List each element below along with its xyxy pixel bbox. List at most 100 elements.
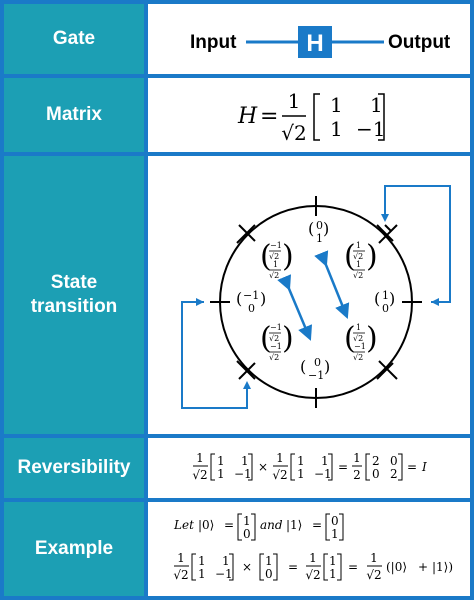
rev-r-rb bbox=[398, 453, 403, 481]
outer-arrow-right-loop bbox=[384, 185, 451, 303]
rev-half-den: 2 bbox=[353, 468, 361, 482]
arrowhead-right bbox=[431, 298, 439, 306]
ur-num1: 1 bbox=[356, 241, 361, 250]
ul-num2: 1 bbox=[273, 260, 278, 269]
rev-m1-lb bbox=[210, 453, 215, 481]
ex-res-a: 1 bbox=[329, 554, 337, 568]
ex-f2-num: 1 bbox=[309, 551, 317, 565]
ex-v1-b: 1 bbox=[331, 527, 339, 541]
matrix-cell: H = 1 √2 1 1 1 −1 bbox=[148, 78, 470, 152]
lr-den2: √2 bbox=[353, 353, 363, 362]
ex-v0-b: 0 bbox=[243, 527, 251, 541]
rev-m2-a: 1 bbox=[297, 454, 305, 468]
ll-num2: −1 bbox=[270, 342, 282, 351]
state-top: ( 0 1 ) bbox=[308, 219, 329, 245]
state-lower-left: ( −1 √2 −1 √2 ) bbox=[260, 321, 294, 362]
lr-den1: √2 bbox=[353, 334, 363, 343]
lr-num1: 1 bbox=[356, 323, 361, 332]
ul-num1: −1 bbox=[270, 241, 282, 250]
paren-bot-l: ( bbox=[300, 357, 306, 376]
paren-right-r: ) bbox=[389, 289, 395, 308]
rev-m2-rb bbox=[328, 453, 333, 481]
rev-r-b: 0 bbox=[390, 454, 398, 468]
ex-times: × bbox=[242, 560, 252, 574]
ex-eq4: = bbox=[348, 560, 358, 574]
paren-top-l: ( bbox=[308, 219, 314, 238]
paren-top-r: ) bbox=[323, 219, 329, 238]
rev-m1-rb bbox=[248, 453, 253, 481]
hadamard-box bbox=[298, 26, 332, 58]
example-formula: Let |0⟩ = 1 0 and |1⟩ = 0 1 1 √2 1 bbox=[173, 513, 453, 582]
state-bottom-v0: 0 bbox=[314, 356, 321, 369]
cross-spacer bbox=[235, 225, 253, 243]
state-left-v1: 0 bbox=[248, 302, 255, 315]
paren-ur-r: ) bbox=[366, 239, 378, 274]
arrow-right-diagonal bbox=[314, 250, 350, 319]
ex-res-rb bbox=[337, 553, 342, 581]
paren-ur-l: ( bbox=[344, 239, 356, 274]
state-bottom-v1: −1 bbox=[308, 369, 324, 382]
rev-f1-num: 1 bbox=[196, 451, 204, 465]
ex-v-lb bbox=[259, 553, 264, 581]
rev-f1-den: √2 bbox=[192, 468, 207, 482]
matrix-lhs: H bbox=[237, 104, 258, 129]
reversibility-cell: 1 √2 1 1 1 −1 × 1 √2 1 1 1 −1 = 1 bbox=[148, 438, 470, 498]
rev-times: × bbox=[258, 460, 268, 474]
rev-m1-d: −1 bbox=[234, 467, 252, 481]
state-right: ( 1 0 ) bbox=[374, 289, 395, 315]
matrix-equals: = bbox=[260, 104, 278, 129]
rev-m1-a: 1 bbox=[217, 454, 225, 468]
ll-den1: √2 bbox=[269, 334, 279, 343]
state-top-v1: 1 bbox=[316, 232, 323, 245]
rev-m2-d: −1 bbox=[314, 467, 332, 481]
matrix-m22: −1 bbox=[356, 117, 385, 141]
rev-r-lb bbox=[365, 453, 370, 481]
ex-v0-a: 1 bbox=[243, 514, 251, 528]
cross-tr-2 bbox=[378, 224, 398, 244]
state-bottom: ( 0 −1 ) bbox=[300, 356, 330, 382]
outer-arrow-left-loop bbox=[181, 301, 248, 409]
ex-res-lb bbox=[323, 553, 328, 581]
matrix-fraction-den: √2 bbox=[281, 121, 306, 145]
ex-ket1: |1⟩ bbox=[286, 518, 302, 532]
state-top-v0: 0 bbox=[316, 219, 323, 232]
lr-num2: −1 bbox=[354, 342, 366, 351]
paren-right-l: ( bbox=[374, 289, 380, 308]
rev-r-d: 2 bbox=[390, 467, 398, 481]
row-label-matrix: Matrix bbox=[4, 78, 144, 152]
rev-m2-c: 1 bbox=[297, 467, 305, 481]
ex-m-rb bbox=[229, 553, 234, 581]
ex-sum-ket1: |1⟩) bbox=[432, 560, 453, 574]
ul-den1: √2 bbox=[269, 252, 279, 261]
rev-m1-c: 1 bbox=[217, 467, 225, 481]
ex-sum-ket0: (|0⟩ bbox=[386, 560, 407, 574]
arrow-left-diagonal bbox=[277, 274, 313, 341]
ex-ket0: |0⟩ bbox=[198, 518, 214, 532]
row-label-example: Example bbox=[4, 502, 144, 596]
paren-ll-r: ) bbox=[282, 321, 294, 356]
ex-v1-rb bbox=[339, 513, 344, 541]
paren-left-r: ) bbox=[260, 289, 266, 308]
paren-bot-r: ) bbox=[324, 357, 330, 376]
rev-r-a: 2 bbox=[372, 454, 380, 468]
ex-v0-lb bbox=[237, 513, 242, 541]
rev-m2-lb bbox=[290, 453, 295, 481]
ex-eq3: = bbox=[288, 560, 298, 574]
rev-half-num: 1 bbox=[353, 451, 361, 465]
cross-tr bbox=[376, 224, 394, 242]
rev-m2-b: 1 bbox=[321, 454, 329, 468]
ur-num2: 1 bbox=[356, 260, 361, 269]
rev-r-c: 0 bbox=[372, 467, 380, 481]
state-upper-left: ( −1 √2 1 √2 ) bbox=[260, 239, 294, 280]
matrix-m21: 1 bbox=[330, 117, 343, 141]
output-label: Output bbox=[388, 32, 451, 53]
state-left: ( −1 0 ) bbox=[236, 289, 266, 315]
row-label-reversibility: Reversibility bbox=[4, 438, 144, 498]
state-lower-right: ( 1 √2 −1 √2 ) bbox=[344, 321, 378, 362]
row-label-gate: Gate bbox=[4, 4, 144, 74]
paren-left-l: ( bbox=[236, 289, 242, 308]
ex-v-b: 0 bbox=[265, 567, 273, 581]
paren-ul-r: ) bbox=[282, 239, 294, 274]
rev-m1-b: 1 bbox=[241, 454, 249, 468]
